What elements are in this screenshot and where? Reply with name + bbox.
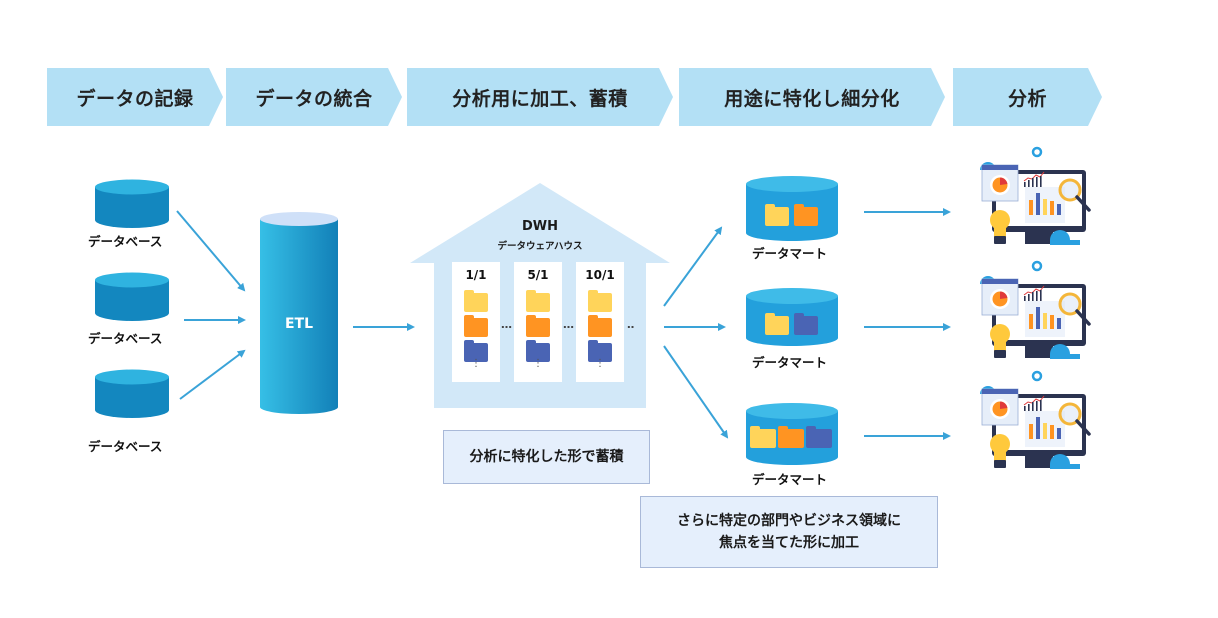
datamart-label: データマート [752,246,828,261]
step-label: 分析 [1007,87,1047,110]
datamart-note: さらに特定の部門やビジネス領域に 焦点を当てた形に加工 [640,496,938,568]
step-label: データの記録 [76,87,194,110]
database-label: データベース [88,234,163,249]
folder-yellow-icon [526,290,550,312]
arrow [179,349,246,400]
folder-blue-icon [806,426,832,448]
folder-orange-icon [588,315,612,337]
step-label: データの統合 [255,87,373,110]
more-icon: ⋮ [533,358,543,369]
folder-yellow-icon [464,290,488,312]
datamart-label: データマート [752,355,828,370]
datamart-cylinder-icon [746,288,838,346]
ellipsis-icon: … [563,318,574,331]
dwh-column-2: 5/1 ⋮ [514,262,562,382]
folder-yellow-icon [750,426,776,448]
step-label: 用途に特化し細分化 [724,87,900,110]
more-icon: ⋮ [471,358,481,369]
datamart-cylinder-icon [746,176,838,241]
folder-orange-icon [526,315,550,337]
database-label: データベース [88,439,163,454]
step-label: 分析用に加工、蓄積 [452,87,628,110]
database-icon [95,272,169,321]
arrow [663,226,723,307]
folder-blue-icon [794,313,818,335]
ellipsis-icon: ‥ [627,318,635,331]
folder-yellow-icon [765,313,789,335]
column-date: 10/1 [585,268,615,282]
folder-yellow-icon [588,290,612,312]
step-specialize: 用途に特化し細分化 [679,68,945,126]
folder-blue-icon [526,340,550,362]
dwh-note: 分析に特化した形で蓄積 [443,430,650,484]
dwh-subtitle: データウェアハウス [497,241,583,252]
datamart-note-line2: 焦点を当てた形に加工 [719,535,859,551]
folder-blue-icon [588,340,612,362]
dwh-column-3: 10/1 ⋮ [576,262,624,382]
column-date: 1/1 [465,268,487,282]
database-icon [95,179,169,228]
dwh-column-1: 1/1 ⋮ [452,262,500,382]
step-analyze: 分析 [953,68,1102,126]
database-label: データベース [88,331,163,346]
step-integrate: データの統合 [226,68,402,126]
more-icon: ⋮ [595,358,605,369]
step-process-store: 分析用に加工、蓄積 [407,68,673,126]
folder-blue-icon [464,340,488,362]
datamart-note-line1: さらに特定の部門やビジネス領域に [677,512,901,529]
datamart-label: データマート [752,472,828,487]
etl-label: ETL [284,316,314,332]
folder-orange-icon [794,204,818,226]
dwh-note-text: 分析に特化した形で蓄積 [469,448,624,465]
column-date: 5/1 [527,268,549,282]
arrow [663,345,729,439]
dwh-title: DWH [521,219,558,234]
ellipsis-icon: … [501,318,512,331]
step-record: データの記録 [47,68,223,126]
arrow [176,210,246,292]
database-icon [95,369,169,418]
folder-orange-icon [464,315,488,337]
folder-yellow-icon [765,204,789,226]
folder-orange-icon [778,426,804,448]
etl-cylinder-icon [260,212,338,414]
